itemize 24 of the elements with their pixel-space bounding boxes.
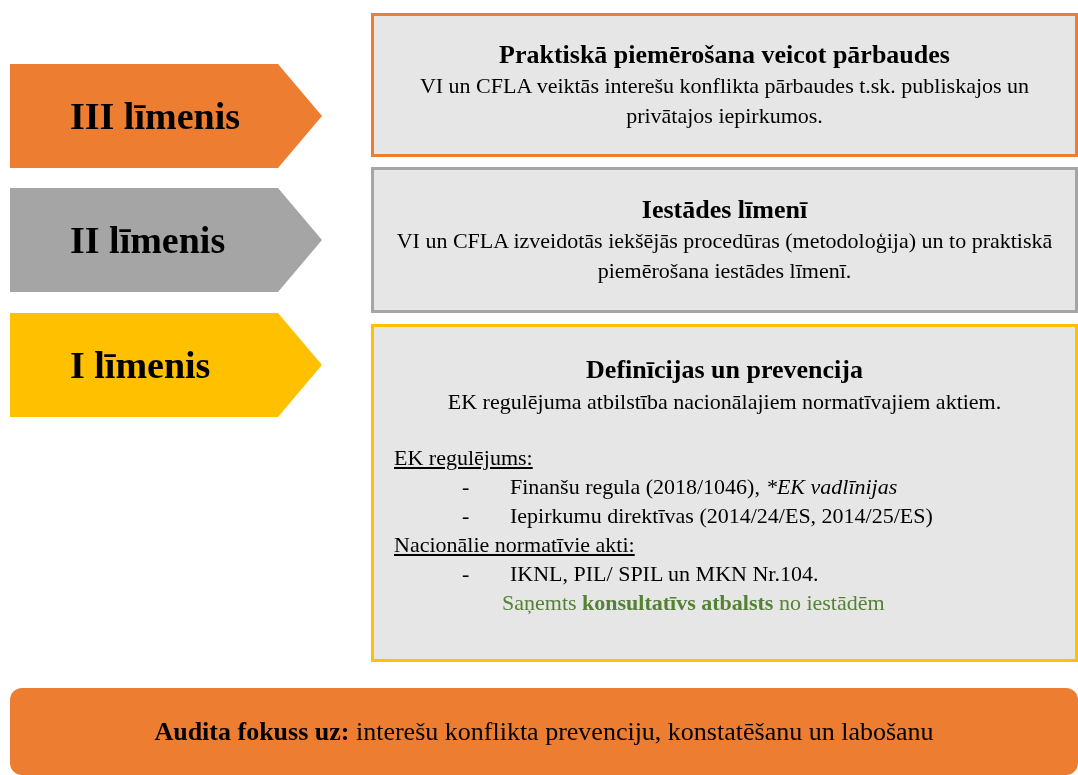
- list-dash: -: [461, 502, 471, 530]
- list-item: Iepirkumu direktīvas (2014/24/ES, 2014/25/ES): [510, 502, 933, 530]
- list-item: Finanšu regula (2018/1046),: [510, 473, 760, 501]
- list-heading: Nacionālie normatīvie akti:: [394, 532, 635, 557]
- text-panel: [371, 324, 1078, 662]
- panel-description: VI un CFLA izveidotās iekšējās procedūras (metodoloģija) un to praktiskā piemērošana iestādes līmenī.: [395, 227, 1054, 285]
- panel-heading: Definīcijas un prevencija: [586, 355, 863, 384]
- panel-description: VI un CFLA veiktās interešu konflikta pārbaudes t.sk. publiskajos un privātajos iepirkumos.: [418, 72, 1031, 130]
- panel-heading: Praktiskā piemērošana veicot pārbaudes: [499, 39, 950, 71]
- panel-heading: Iestādes līmenī: [641, 194, 808, 226]
- support-note: Saņemts konsultatīvs atbalsts no iestādēm: [502, 590, 885, 615]
- list-item: IKNL, PIL/ SPIL un MKN Nr.104.: [510, 560, 819, 588]
- list-dash: -: [461, 473, 471, 501]
- note-text: *EK vadlīnijas: [765, 473, 898, 501]
- level-label: II līmenis: [70, 221, 226, 259]
- banner-text: Audita fokuss uz: interešu konflikta prevenciju, konstatēšanu un labošanu: [154, 716, 934, 748]
- level-label: I līmenis: [70, 346, 211, 384]
- focus-banner: [10, 688, 1078, 775]
- panel-description: EK regulējuma atbilstība nacionālajiem normatīvajiem aktiem.: [447, 389, 1002, 414]
- text-panel: [371, 13, 1078, 157]
- text-panel: [371, 167, 1078, 313]
- list-heading: EK regulējums:: [394, 445, 533, 470]
- level-label: III līmenis: [70, 97, 240, 135]
- list-dash: -: [461, 560, 471, 588]
